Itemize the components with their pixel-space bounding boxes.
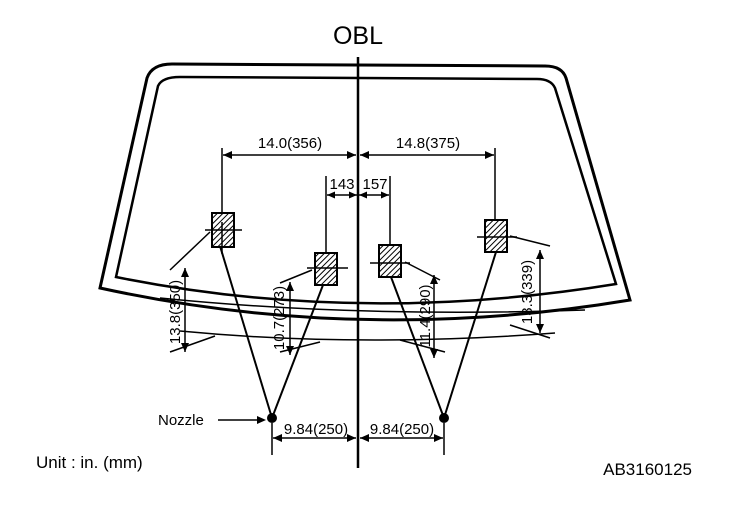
nozzle-right	[439, 413, 449, 423]
right-nozzle-offset-label: 9.84(250)	[370, 421, 434, 438]
target-right-inner	[370, 244, 410, 278]
left-nozzle-offset-label: 9.84(250)	[284, 421, 348, 438]
right-inner-offset-label: 157	[362, 176, 387, 193]
spray-right-inner	[390, 276, 445, 419]
spray-left-outer	[219, 245, 273, 419]
figure-code: AB3160125	[603, 460, 692, 479]
windshield-outer-edge	[98, 62, 632, 322]
right-outer-height-label: 13.3(339)	[519, 260, 536, 324]
target-left-outer	[205, 212, 242, 254]
nozzle-left	[267, 413, 277, 423]
left-outer-span-label: 14.0(356)	[258, 135, 322, 152]
right-inner-height-label: 11.4(290)	[417, 284, 434, 347]
spray-left-inner	[271, 284, 324, 419]
unit-note: Unit : in. (mm)	[36, 453, 143, 472]
right-outer-span-label: 14.8(375)	[396, 135, 460, 152]
left-outer-height-label: 13.8(350)	[167, 280, 184, 344]
left-inner-height-label: 10.7(273)	[271, 286, 288, 350]
left-inner-offset-label: 143	[329, 176, 354, 193]
lower-arc-lower	[179, 330, 556, 341]
windshield-inner-edge	[114, 75, 618, 305]
lower-arc-upper	[159, 297, 586, 314]
nozzle-label: Nozzle	[158, 412, 204, 429]
spray-right-outer	[443, 251, 497, 419]
target-left-inner	[307, 252, 348, 286]
diagram-title: OBL	[333, 22, 383, 50]
